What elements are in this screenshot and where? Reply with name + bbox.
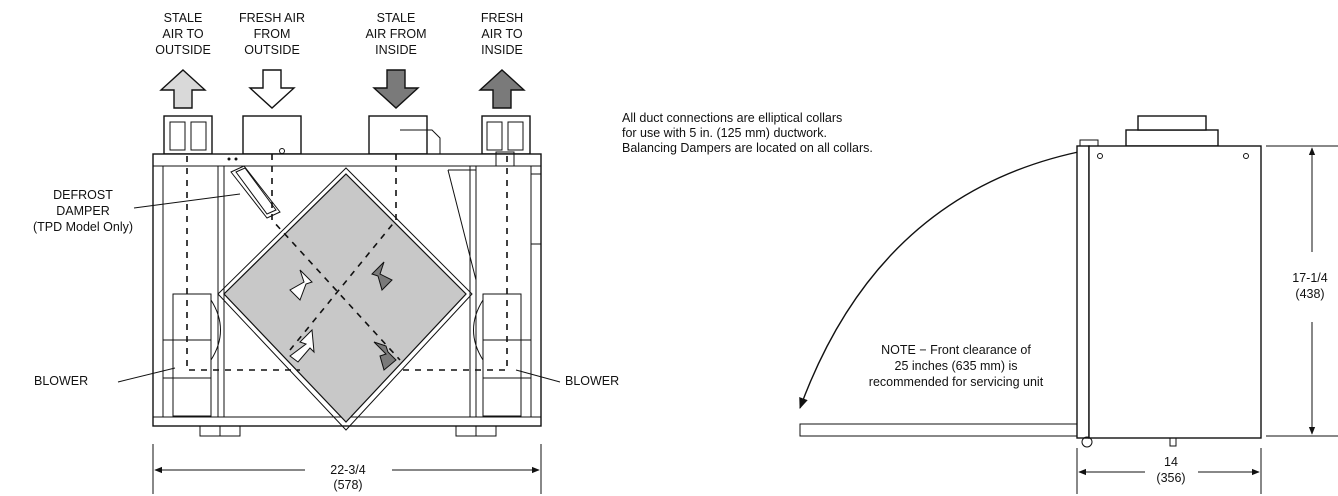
svg-text:17-1/4: 17-1/4 [1292,271,1327,285]
dimension-width: 22-3/4 (578) [152,444,542,494]
dimension-height: 17-1/4 (438) [1266,145,1338,437]
svg-text:(438): (438) [1295,287,1324,301]
callout-leader-line [117,367,176,383]
svg-text:STALE: STALE [164,11,203,25]
svg-text:25 inches (635 mm) is: 25 inches (635 mm) is [895,359,1018,373]
label-stale-air-to-outside: STALE AIR TO OUTSIDE [155,11,211,57]
svg-text:FRESH AIR: FRESH AIR [239,11,305,25]
svg-text:DEFROST: DEFROST [53,188,113,202]
down-arrow-icon [371,261,393,291]
svg-text:DAMPER: DAMPER [56,204,109,218]
svg-text:NOTE − Front clearance of: NOTE − Front clearance of [881,343,1031,357]
svg-text:(TPD Model Only): (TPD Model Only) [33,220,133,234]
svg-text:INSIDE: INSIDE [375,43,417,57]
svg-text:INSIDE: INSIDE [481,43,523,57]
svg-text:AIR TO: AIR TO [162,27,203,41]
svg-text:AIR TO: AIR TO [481,27,522,41]
down-arrow-icon [373,341,397,371]
svg-text:recommended for servicing unit: recommended for servicing unit [869,375,1044,389]
svg-text:(356): (356) [1156,471,1185,485]
label-fresh-air-to-inside: FRESH AIR TO INSIDE [481,11,523,57]
label-fresh-air-from-outside: FRESH AIR FROM OUTSIDE [239,11,305,57]
down-arrow-icon [372,69,420,109]
svg-text:AIR FROM: AIR FROM [365,27,426,41]
up-arrow-icon [159,69,207,109]
svg-text:14: 14 [1164,455,1178,469]
svg-text:Balancing Dampers are located: Balancing Dampers are located on all col… [622,141,873,155]
callout-defrost-damper: DEFROST DAMPER (TPD Model Only) [33,188,133,234]
callout-blower-left: BLOWER [34,374,88,388]
svg-text:FRESH: FRESH [481,11,523,25]
callout-blower-right: BLOWER [565,374,619,388]
svg-text:for use with 5 in. (125 mm) d: for use with 5 in. (125 mm) ductwork. [622,126,827,140]
side-view-unit [799,115,1262,448]
label-stale-air-from-inside: STALE AIR FROM INSIDE [365,11,426,57]
svg-text:OUTSIDE: OUTSIDE [244,43,300,57]
svg-text:22-3/4: 22-3/4 [330,463,365,477]
down-arrow-icon [289,328,315,363]
svg-text:FROM: FROM [254,27,291,41]
svg-text:All duct connections are ellip: All duct connections are elliptical coll… [622,111,842,125]
down-arrow-icon [289,269,313,301]
duct-connection-note: All duct connections are elliptical coll… [622,111,873,155]
dimension-depth: 14 (356) [1076,448,1262,494]
svg-text:STALE: STALE [377,11,416,25]
callout-leader-line [515,369,561,383]
callout-leader-line [133,193,241,209]
front-view-unit [152,115,542,437]
up-arrow-icon [478,69,526,109]
clearance-note: NOTE − Front clearance of 25 inches (635… [869,343,1044,389]
svg-text:(578): (578) [333,478,362,492]
svg-text:OUTSIDE: OUTSIDE [155,43,211,57]
down-arrow-icon [248,69,296,109]
